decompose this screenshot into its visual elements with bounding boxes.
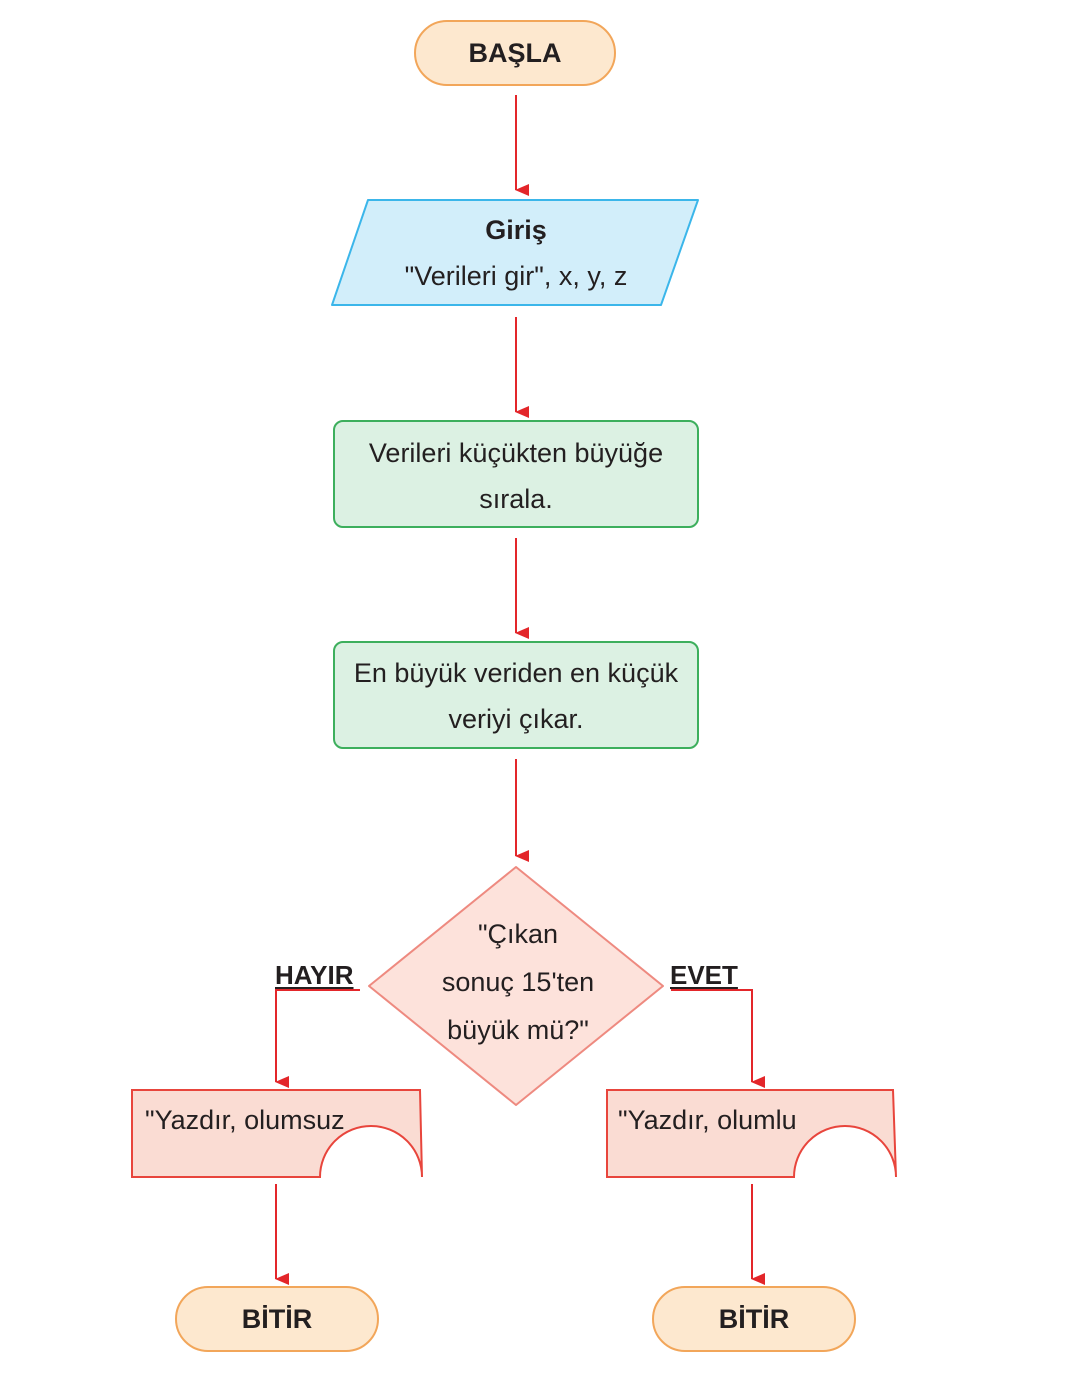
output-yes-text: "Yazdır, olumlu: [618, 1105, 797, 1135]
decision-line3: büyük mü?": [447, 1015, 589, 1045]
end-no-label: BİTİR: [241, 1304, 313, 1334]
process-subtract-line1: En büyük veriden en küçük: [353, 658, 679, 688]
decision-line2: sonuç 15'ten: [441, 967, 595, 997]
arrow-decision-no: [275, 989, 360, 1088]
process-subtract-box: [333, 641, 699, 749]
output-no-document: [131, 1089, 423, 1178]
process-subtract-line2: veriyi çıkar.: [448, 704, 584, 734]
branch-yes-label: EVET: [670, 960, 738, 990]
start-label: BAŞLA: [468, 38, 562, 68]
end-terminal-no: [175, 1286, 379, 1352]
start-terminal: [414, 20, 616, 86]
end-terminal-yes: [652, 1286, 856, 1352]
process-sort-line2: sırala.: [479, 484, 553, 514]
process-sort-line1: Verileri küçükten büyüğe: [368, 438, 664, 468]
decision-line1: "Çıkan: [477, 919, 559, 949]
end-yes-label: BİTİR: [718, 1304, 790, 1334]
input-parallelogram: [331, 199, 699, 306]
output-yes-document: [606, 1089, 897, 1178]
input-title: Giriş: [485, 215, 547, 245]
output-no-text: "Yazdır, olumsuz: [145, 1105, 345, 1135]
decision-diamond: [368, 866, 664, 1106]
branch-no-label: HAYIR: [275, 960, 354, 990]
arrow-decision-yes: [671, 989, 765, 1088]
process-sort-box: [333, 420, 699, 528]
input-text: "Verileri gir", x, y, z: [404, 261, 628, 291]
